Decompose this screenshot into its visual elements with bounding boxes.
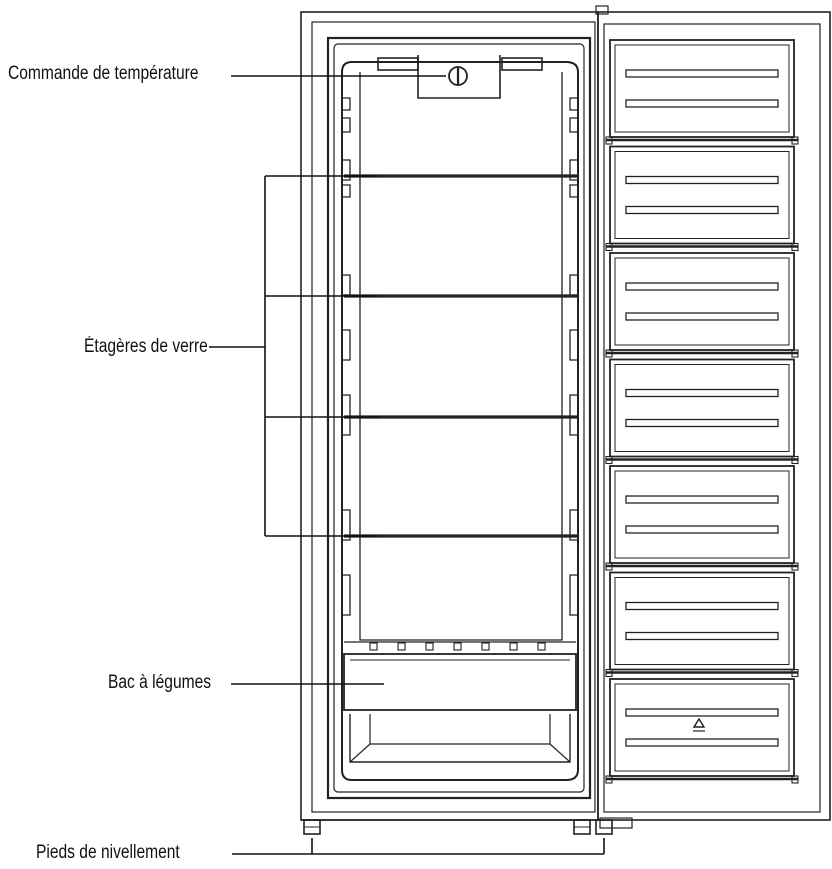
door-bin <box>605 145 799 252</box>
label-leveling-legs: Pieds de nivellement <box>36 842 180 863</box>
door-bin <box>605 358 799 465</box>
door-bin <box>605 252 799 358</box>
door-bin-group <box>605 39 799 784</box>
bracket-glass-shelves <box>209 175 378 537</box>
cabinet-body <box>300 11 599 821</box>
crisper-drawer <box>343 641 577 763</box>
door-bin <box>605 571 799 678</box>
label-crisper: Bac à légumes <box>108 672 212 693</box>
label-glass-shelves: Étagères de verre <box>84 336 208 357</box>
inner-liner <box>341 61 579 781</box>
shelf-supports <box>342 97 578 616</box>
door-bin <box>605 39 799 145</box>
door-bin <box>605 678 799 784</box>
bracket-leveling-legs <box>232 838 605 855</box>
label-temperature-control: Commande de température <box>8 63 199 84</box>
door-bin <box>605 465 799 571</box>
leveling-feet <box>303 819 613 835</box>
glass-shelf-group <box>344 174 578 538</box>
recycle-icon <box>692 717 706 732</box>
door <box>595 5 831 829</box>
